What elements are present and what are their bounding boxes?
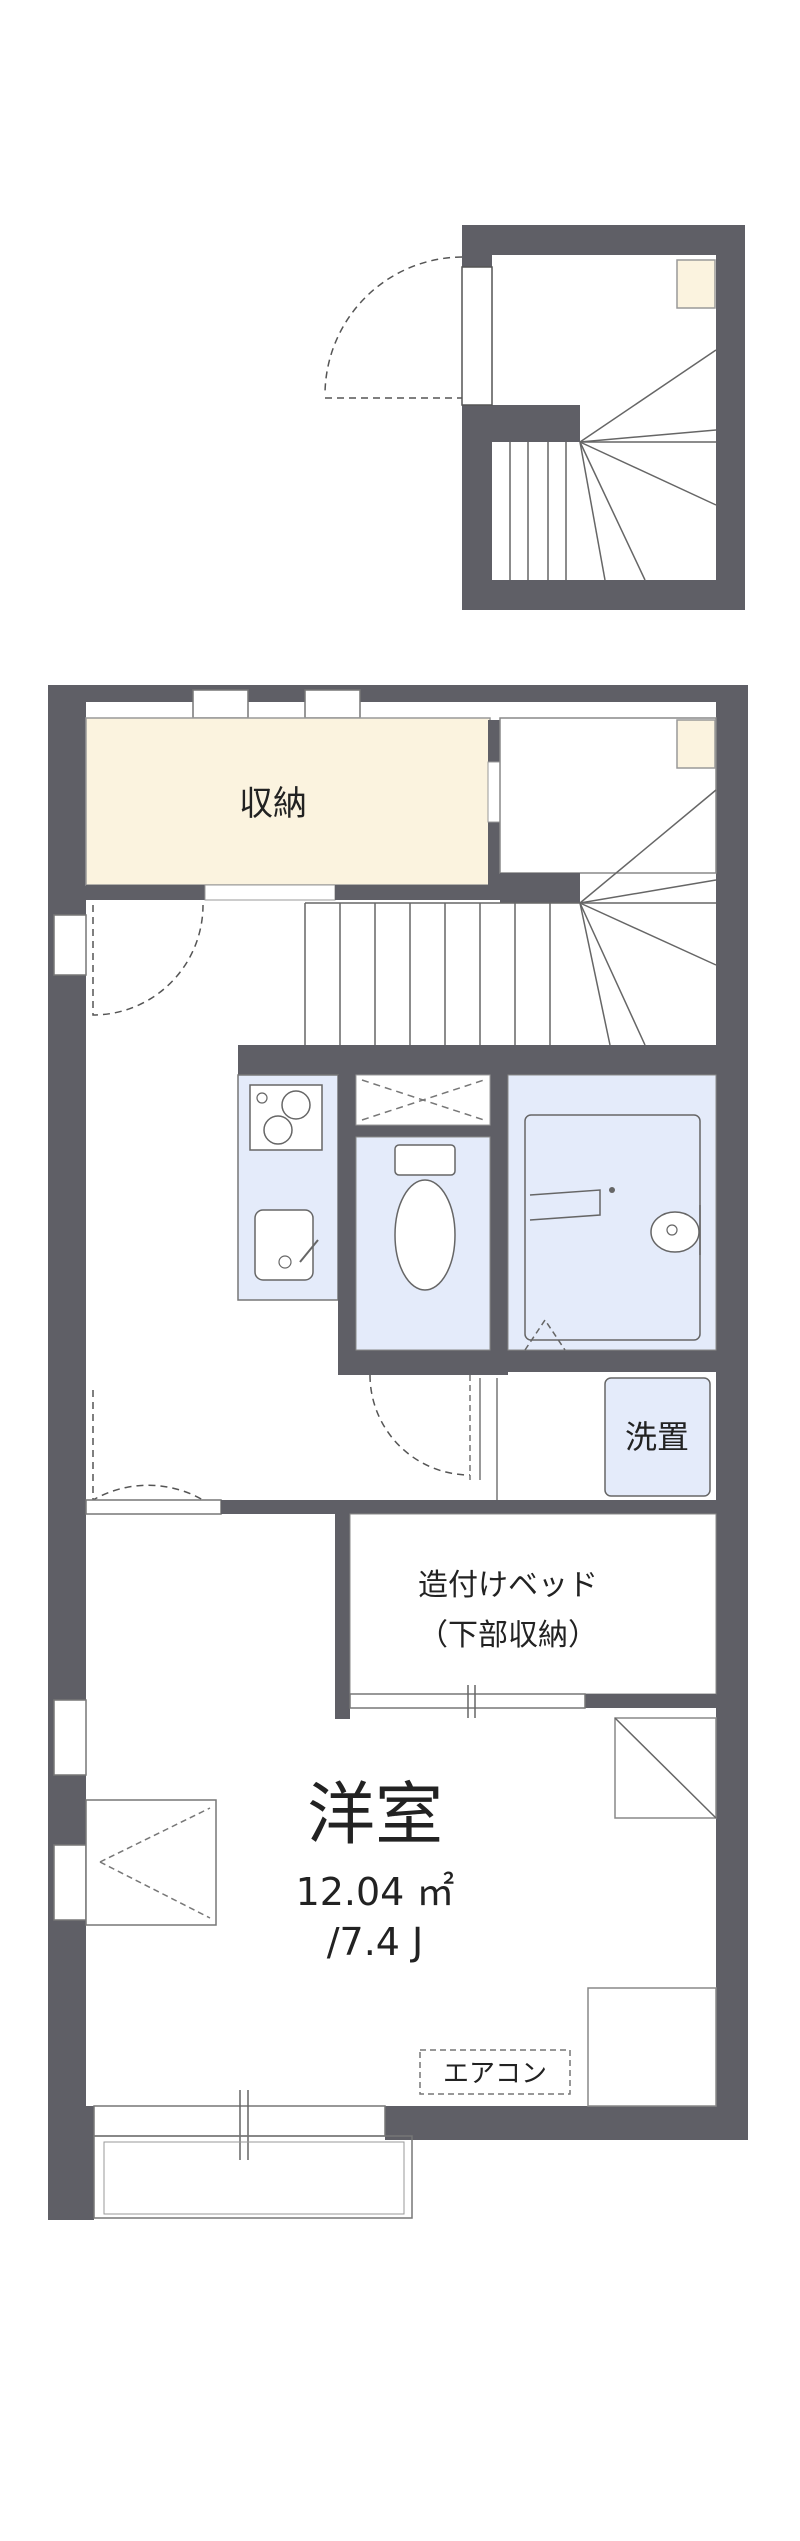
built-in-bed: 造付けベッド （下部収納） [335, 1513, 717, 1719]
left-window-2 [53, 1699, 87, 1776]
bed-label-1: 造付けベッド [418, 1568, 598, 1603]
left-window-3 [53, 1844, 87, 1921]
western-room: 洋室 12.04 ㎡ /7.4 J エアコン [85, 1717, 717, 2107]
top-window-2 [304, 689, 361, 719]
kitchen [237, 1074, 339, 1301]
left-window-1 [53, 914, 87, 976]
toilet-door-swing [369, 1374, 471, 1476]
loft-door-swing [324, 256, 463, 396]
laundry-label: 洗置 [625, 1418, 689, 1456]
room-name: 洋室 [307, 1776, 443, 1855]
aircon-label: エアコン [443, 2059, 547, 2089]
loft-stair-block [324, 225, 745, 610]
room-area-sqm: 12.04 ㎡ [296, 1870, 455, 1914]
entrance-door-swing [92, 904, 204, 1016]
stair-bottom-wall [238, 1045, 716, 1075]
balcony-window [93, 2090, 413, 2219]
main-stairs [304, 717, 717, 1046]
room-door-swing [92, 1390, 204, 1502]
toilet-bowl [394, 1179, 456, 1291]
toilet-room [355, 1136, 491, 1351]
bathroom [507, 1074, 717, 1351]
room-area-jo: /7.4 J [327, 1920, 424, 1964]
top-window-1 [192, 689, 249, 719]
laundry-space: 洗置 [604, 1377, 711, 1497]
storage-closet: 収納 [85, 717, 501, 901]
aircon-box [419, 2049, 571, 2095]
pipe-space [355, 1074, 491, 1126]
outer-walls [48, 685, 748, 2220]
storage-label: 収納 [239, 784, 307, 824]
bed-label-2: （下部収納） [418, 1618, 598, 1653]
